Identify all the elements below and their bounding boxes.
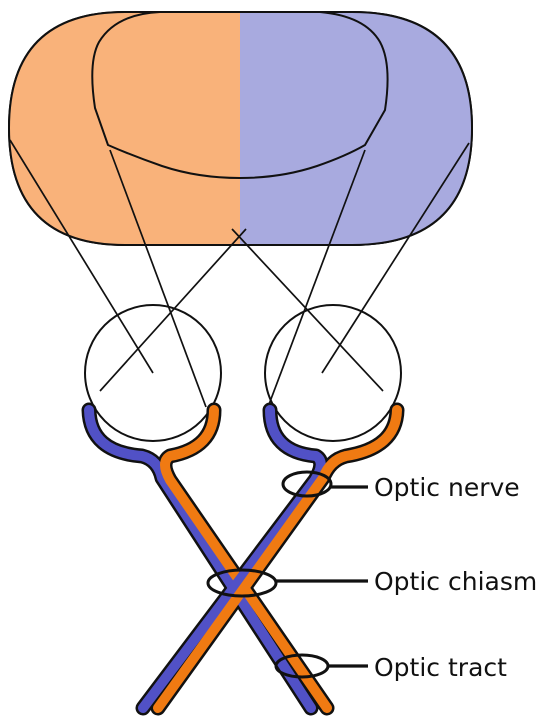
optic-tract-label: Optic tract xyxy=(374,653,507,682)
optic-nerve-label: Optic nerve xyxy=(374,473,520,502)
right-eye-globe xyxy=(265,305,401,441)
annotation-labels: Optic nerve Optic chiasm Optic tract xyxy=(374,473,537,682)
visual-field xyxy=(9,12,472,245)
optic-fibers xyxy=(89,410,397,708)
optic-chiasm-label: Optic chiasm xyxy=(374,567,537,596)
right-eye xyxy=(265,305,401,441)
left-eye-cross-ray-2 xyxy=(100,229,246,391)
